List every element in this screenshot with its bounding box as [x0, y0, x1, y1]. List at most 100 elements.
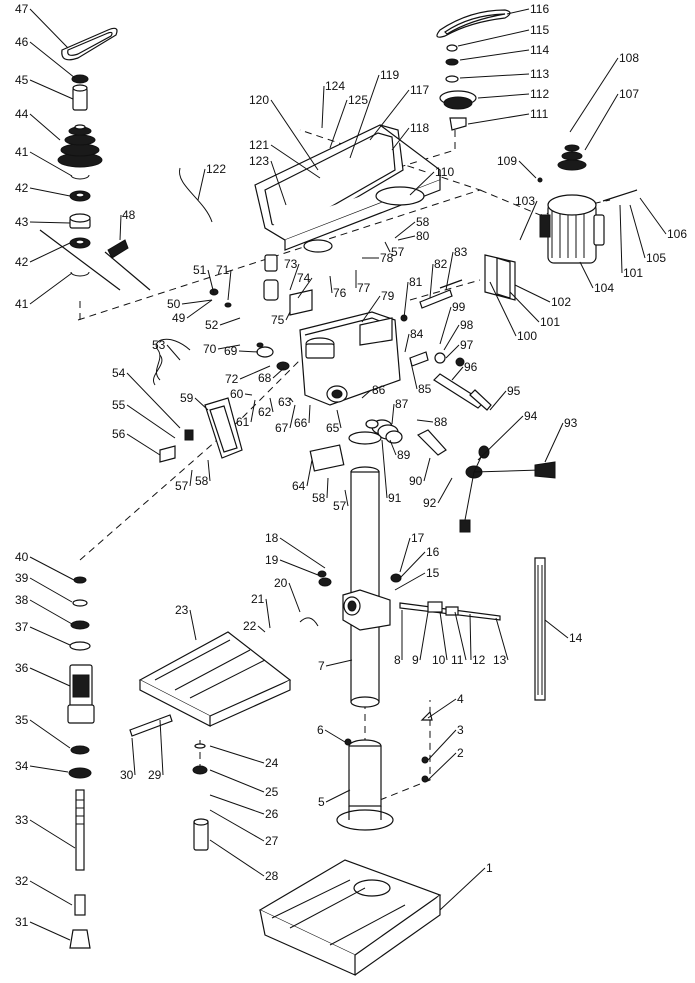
callout-57c: 57 — [391, 245, 405, 259]
callout-1: 1 — [486, 861, 493, 875]
leader-line-40 — [29, 556, 75, 581]
leader-line-117 — [369, 89, 410, 141]
leader-line-17 — [399, 537, 411, 573]
leader-line-66 — [308, 404, 311, 424]
callout-40: 40 — [15, 550, 29, 564]
callout-120: 120 — [249, 93, 269, 107]
leader-line-46 — [29, 41, 76, 79]
leader-line-9 — [419, 611, 429, 661]
callout-105: 105 — [646, 251, 666, 265]
motor-pulley-stack — [436, 9, 511, 131]
callout-57a: 57 — [175, 479, 189, 493]
callout-98: 98 — [460, 318, 474, 332]
callout-50: 50 — [167, 297, 181, 311]
callout-116: 116 — [530, 2, 549, 16]
leader-line-59 — [194, 397, 209, 411]
leader-line-53 — [166, 344, 181, 361]
callout-91: 91 — [388, 491, 402, 505]
callout-57b: 57 — [333, 499, 347, 513]
callout-41b: 41 — [15, 297, 29, 311]
callout-66: 66 — [294, 416, 308, 430]
leader-line-62 — [269, 397, 274, 413]
callout-86: 86 — [372, 383, 386, 397]
leader-line-30 — [131, 737, 136, 776]
callout-61: 61 — [236, 415, 250, 429]
leader-line-75 — [285, 311, 291, 321]
arbor-32 — [74, 894, 86, 916]
leader-line-102 — [514, 284, 551, 303]
leader-line-111 — [467, 113, 530, 125]
leader-line-87 — [391, 403, 395, 425]
callout-81: 81 — [409, 275, 423, 289]
leader-line-96 — [451, 366, 464, 381]
leader-line-28 — [209, 839, 265, 877]
leader-line-123 — [270, 160, 287, 206]
callout-111: 111 — [530, 107, 549, 121]
leader-line-57c — [384, 241, 391, 253]
callout-76: 76 — [333, 286, 347, 300]
leader-line-89 — [389, 439, 397, 456]
leader-line-42a — [29, 187, 71, 197]
base-1 — [258, 739, 442, 976]
callout-49: 49 — [172, 311, 186, 325]
callout-109: 109 — [497, 154, 517, 168]
callout-82: 82 — [434, 257, 448, 271]
leader-line-39 — [29, 577, 73, 603]
callout-36: 36 — [15, 661, 29, 675]
leader-line-120 — [270, 99, 319, 171]
callout-52: 52 — [205, 318, 219, 332]
spindle-pulley-44 — [57, 124, 103, 168]
leader-line-44 — [29, 113, 61, 141]
callout-20: 20 — [274, 576, 288, 590]
callout-83: 83 — [454, 245, 468, 259]
callout-113: 113 — [530, 67, 549, 81]
callout-72: 72 — [225, 372, 239, 386]
callout-101b: 101 — [623, 266, 643, 280]
callout-4: 4 — [457, 692, 464, 706]
callout-17: 17 — [411, 531, 425, 545]
callout-64: 64 — [292, 479, 306, 493]
leader-line-2 — [427, 752, 457, 781]
callout-117: 117 — [410, 83, 429, 97]
leader-line-61 — [250, 399, 256, 423]
leader-line-106 — [639, 197, 667, 235]
callout-10: 10 — [432, 653, 446, 667]
callout-42b: 42 — [15, 255, 29, 269]
leader-line-20 — [288, 582, 301, 613]
leader-line-54 — [126, 372, 181, 429]
callout-73: 73 — [284, 257, 298, 271]
callout-14: 14 — [569, 631, 583, 645]
callout-13: 13 — [493, 653, 507, 667]
callout-78: 78 — [380, 251, 394, 265]
leader-line-124 — [321, 85, 325, 129]
callout-47: 47 — [15, 2, 29, 16]
callout-70: 70 — [203, 342, 217, 356]
callout-23: 23 — [175, 603, 189, 617]
leader-line-41b — [29, 272, 73, 305]
leader-line-90 — [423, 457, 431, 482]
callout-42a: 42 — [15, 181, 29, 195]
callout-30: 30 — [120, 768, 134, 782]
leader-line-5 — [325, 789, 351, 803]
callout-85: 85 — [418, 382, 432, 396]
callout-21: 21 — [251, 592, 265, 606]
leader-line-50 — [181, 299, 213, 305]
leader-line-107 — [584, 93, 619, 151]
callout-5: 5 — [318, 795, 325, 809]
callout-15: 15 — [426, 566, 440, 580]
leader-line-7 — [325, 659, 353, 667]
leader-line-113 — [459, 73, 530, 79]
leader-line-88 — [416, 419, 434, 423]
leader-line-22 — [257, 625, 266, 633]
leader-line-57a — [189, 469, 193, 487]
callout-101a: 101 — [540, 315, 560, 329]
callout-22: 22 — [243, 619, 257, 633]
leader-line-100 — [489, 281, 517, 337]
callout-93: 93 — [564, 416, 578, 430]
callout-118: 118 — [410, 121, 429, 135]
callout-53: 53 — [152, 338, 166, 352]
leader-line-114 — [459, 49, 530, 61]
leader-line-112 — [477, 93, 530, 99]
callout-96: 96 — [464, 360, 478, 374]
callout-leaders — [29, 8, 667, 941]
